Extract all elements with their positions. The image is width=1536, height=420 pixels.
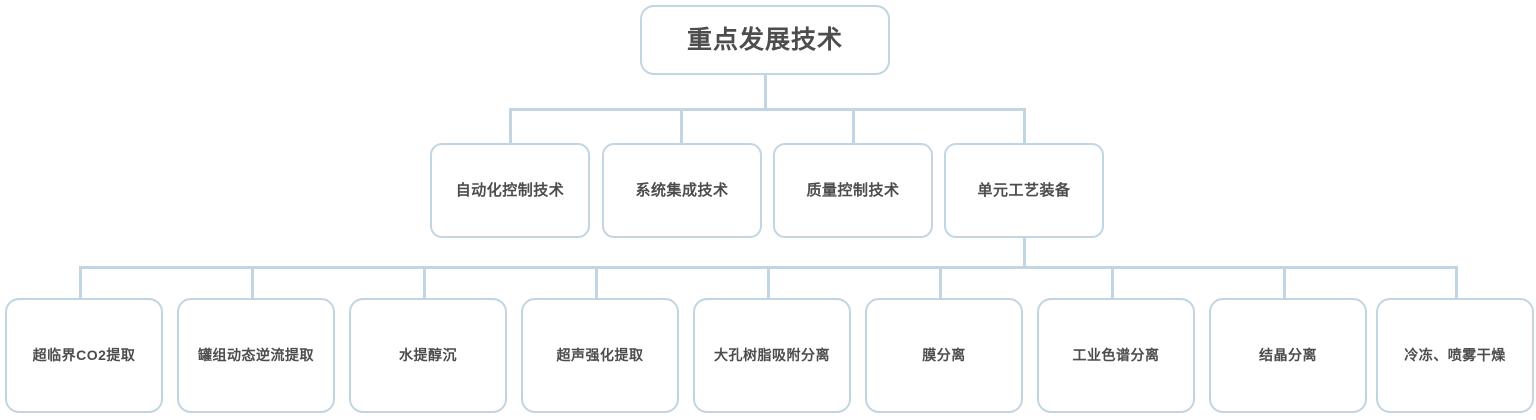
connector-drop-l3-4 — [767, 266, 770, 298]
connector-drop-l3-7 — [1283, 266, 1286, 298]
node-tank-group-countercurrent-extraction[interactable]: 罐组动态逆流提取 — [177, 298, 335, 413]
connector-root-stem — [764, 74, 767, 110]
node-level2-label: 自动化控制技术 — [455, 181, 565, 199]
connector-drop-l2-1 — [680, 108, 683, 145]
node-level2-label: 质量控制技术 — [806, 181, 900, 199]
node-leaf-label: 膜分离 — [922, 347, 966, 364]
node-ultrasonic-enhanced-extraction[interactable]: 超声强化提取 — [521, 298, 679, 413]
connector-drop-l2-3 — [1023, 108, 1026, 145]
connector-l2-3-stem — [1023, 238, 1026, 268]
connector-drop-l3-0 — [79, 266, 82, 298]
node-leaf-label: 工业色谱分离 — [1072, 347, 1160, 364]
connector-drop-l3-2 — [423, 266, 426, 298]
connector-drop-l2-0 — [509, 108, 512, 145]
node-quality-control-tech[interactable]: 质量控制技术 — [773, 143, 933, 238]
node-supercritical-co2-extraction[interactable]: 超临界CO2提取 — [5, 298, 163, 413]
node-freeze-spray-drying[interactable]: 冷冻、喷雾干燥 — [1376, 298, 1534, 413]
node-unit-process-equipment[interactable]: 单元工艺装备 — [944, 143, 1104, 238]
node-system-integration-tech[interactable]: 系统集成技术 — [602, 143, 762, 238]
node-industrial-chromatography-separation[interactable]: 工业色谱分离 — [1037, 298, 1195, 413]
node-water-extraction-alcohol-precipitation[interactable]: 水提醇沉 — [349, 298, 507, 413]
connector-drop-l3-1 — [251, 266, 254, 298]
node-leaf-label: 水提醇沉 — [399, 347, 457, 364]
connector-drop-l2-2 — [852, 108, 855, 145]
node-leaf-label: 冷冻、喷雾干燥 — [1404, 347, 1506, 364]
node-crystallization-separation[interactable]: 结晶分离 — [1209, 298, 1367, 413]
connector-drop-l3-3 — [595, 266, 598, 298]
connector-level2-bus — [509, 108, 1026, 111]
connector-drop-l3-6 — [1111, 266, 1114, 298]
node-automation-control-tech[interactable]: 自动化控制技术 — [430, 143, 590, 238]
node-level2-label: 单元工艺装备 — [977, 181, 1071, 199]
node-root-label: 重点发展技术 — [686, 25, 843, 54]
connector-drop-l3-8 — [1455, 266, 1458, 298]
node-leaf-label: 超声强化提取 — [556, 347, 644, 364]
node-leaf-label: 罐组动态逆流提取 — [198, 347, 314, 364]
node-level2-label: 系统集成技术 — [635, 181, 729, 199]
node-leaf-label: 结晶分离 — [1259, 347, 1317, 364]
node-membrane-separation[interactable]: 膜分离 — [865, 298, 1023, 413]
connector-drop-l3-5 — [939, 266, 942, 298]
node-root[interactable]: 重点发展技术 — [640, 5, 890, 75]
node-leaf-label: 超临界CO2提取 — [32, 347, 136, 364]
node-macroporous-resin-adsorption-separation[interactable]: 大孔树脂吸附分离 — [693, 298, 851, 413]
node-leaf-label: 大孔树脂吸附分离 — [714, 347, 830, 364]
